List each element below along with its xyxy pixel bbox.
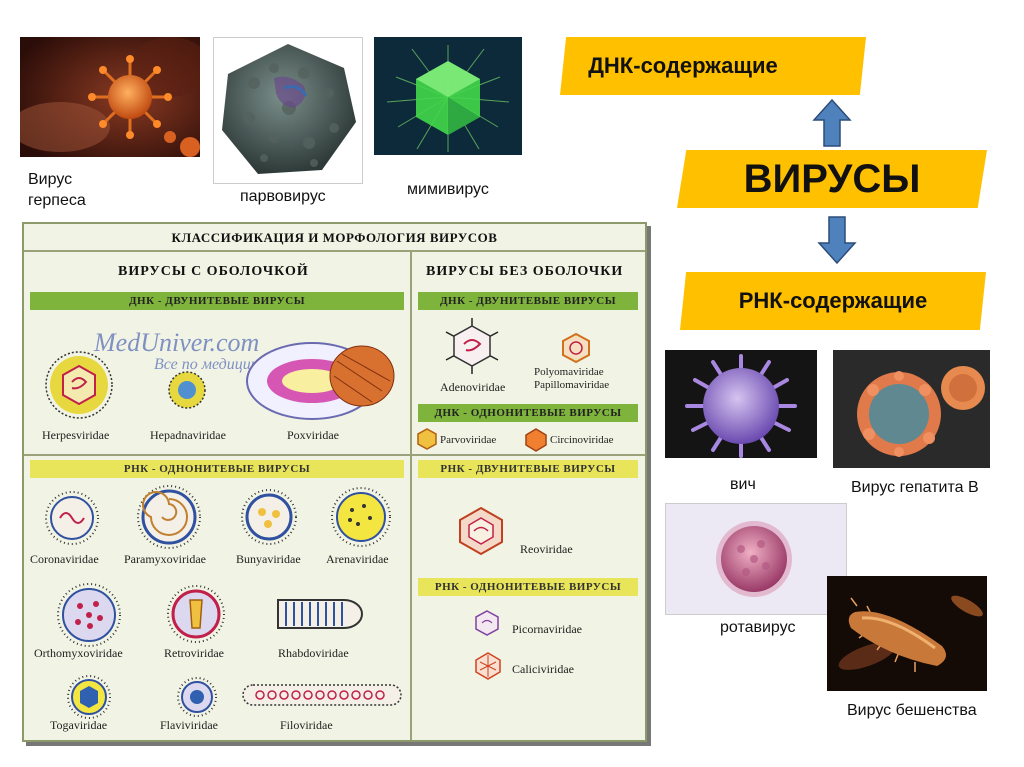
circinoviridae-icon xyxy=(525,428,547,452)
caliciviridae-icon xyxy=(475,652,501,680)
orthomyxoviridae-label: Orthomyxoviridae xyxy=(34,646,123,660)
rna-containing-box: РНК-содержащие xyxy=(680,272,986,330)
papillomaviridae-label: Papillomaviridae xyxy=(534,379,610,391)
retroviridae-icon xyxy=(167,585,225,643)
arenaviridae-label: Arenaviridae xyxy=(326,552,389,566)
viruses-label: ВИРУСЫ xyxy=(743,156,921,201)
picornaviridae-label: Picornaviridae xyxy=(512,622,582,636)
arrow-down-icon xyxy=(817,215,857,265)
herpes-caption: Вирус герпеса xyxy=(28,171,86,209)
poxviridae-icon xyxy=(246,342,395,420)
togaviridae-icon xyxy=(67,675,111,719)
classification-panel: КЛАССИФИКАЦИЯ И МОРФОЛОГИЯ ВИРУСОВ ВИРУС… xyxy=(22,222,647,742)
band-left-dna-double: ДНК - ДВУНИТЕВЫЕ ВИРУСЫ xyxy=(30,292,404,310)
adenoviridae-label: Adenoviridae xyxy=(440,380,506,394)
rhabdoviridae-label: Rhabdoviridae xyxy=(278,646,349,660)
rotavirus-image xyxy=(665,503,847,615)
hiv-caption: вич xyxy=(730,476,756,493)
coronaviridae-label: Coronaviridae xyxy=(30,552,99,566)
reoviridae-label: Reoviridae xyxy=(520,542,573,556)
flaviviridae-icon xyxy=(177,677,217,717)
hepatitis-b-image xyxy=(833,350,990,468)
togaviridae-label: Togaviridae xyxy=(50,718,108,732)
right-heading: ВИРУСЫ БЕЗ ОБОЛОЧКИ xyxy=(426,264,624,279)
hepatitis-b-caption: Вирус гепатита В xyxy=(851,479,979,496)
caliciviridae-label: Caliciviridae xyxy=(512,662,574,676)
herpes-virus-image xyxy=(20,37,200,157)
parvoviridae-label: Parvoviridae xyxy=(440,434,497,446)
left-heading: ВИРУСЫ С ОБОЛОЧКОЙ xyxy=(118,264,309,279)
parvoviridae-icon xyxy=(417,428,437,450)
parvovirus-image xyxy=(213,37,363,184)
retroviridae-label: Retroviridae xyxy=(164,646,224,660)
parvovirus-caption: парвовирус xyxy=(240,188,326,205)
panel-title-divider xyxy=(24,250,645,252)
hepadnaviridae-icon xyxy=(168,371,206,409)
herpesviridae-icon xyxy=(45,351,113,419)
adenoviridae-icon xyxy=(445,318,499,374)
watermark-slogan: Все по медицине... xyxy=(154,356,278,373)
panel-column-divider xyxy=(410,250,412,740)
watermark-site: MedUniver.com xyxy=(94,328,260,357)
hepadnaviridae-label: Hepadnaviridae xyxy=(150,428,226,442)
paramyxoviridae-icon xyxy=(137,485,201,549)
dna-containing-label: ДНК-содержащие xyxy=(588,53,778,78)
rabies-virus-image xyxy=(827,576,987,691)
flaviviridae-label: Flaviviridae xyxy=(160,718,218,732)
reoviridae-icon xyxy=(459,506,503,556)
dna-containing-box: ДНК-содержащие xyxy=(560,37,866,95)
panel-row-divider xyxy=(24,454,645,456)
band-right-dna-single: ДНК - ОДНОНИТЕВЫЕ ВИРУСЫ xyxy=(418,404,638,422)
rna-containing-label: РНК-содержащие xyxy=(738,288,928,313)
band-right-rna-single: РНК - ОДНОНИТЕВЫЕ ВИРУСЫ xyxy=(418,578,638,596)
mimivirus-image xyxy=(374,37,522,167)
rotavirus-caption: ротавирус xyxy=(720,619,796,636)
band-right-rna-double: РНК - ДВУНИТЕВЫЕ ВИРУСЫ xyxy=(418,460,638,478)
band-left-rna-single: РНК - ОДНОНИТЕВЫЕ ВИРУСЫ xyxy=(30,460,404,478)
circinoviridae-label: Circinoviridae xyxy=(550,434,614,446)
bunyaviridae-label: Bunyaviridae xyxy=(236,552,301,566)
mimivirus-caption: мимивирус xyxy=(407,181,489,198)
filoviridae-label: Filoviridae xyxy=(280,718,333,732)
panel-title: КЛАССИФИКАЦИЯ И МОРФОЛОГИЯ ВИРУСОВ xyxy=(171,230,498,245)
filoviridae-icon xyxy=(242,684,402,706)
orthomyxoviridae-icon xyxy=(57,583,121,647)
picornaviridae-icon xyxy=(475,610,499,636)
herpesviridae-label: Herpesviridae xyxy=(42,428,110,442)
arenaviridae-icon xyxy=(331,487,391,547)
band-right-dna-double: ДНК - ДВУНИТЕВЫЕ ВИРУСЫ xyxy=(418,292,638,310)
hiv-image xyxy=(665,350,817,470)
viruses-box: ВИРУСЫ xyxy=(677,150,987,208)
paramyxoviridae-label: Paramyxoviridae xyxy=(124,552,206,566)
polyomaviridae-icon xyxy=(562,332,590,364)
rabies-caption: Вирус бешенства xyxy=(847,702,977,719)
coronaviridae-icon xyxy=(45,491,99,545)
bunyaviridae-icon xyxy=(241,489,297,545)
polyomaviridae-label: Polyomaviridae xyxy=(534,366,604,378)
rhabdoviridae-icon xyxy=(277,599,363,629)
arrow-up-icon xyxy=(812,98,852,148)
poxviridae-label: Poxviridae xyxy=(287,428,339,442)
